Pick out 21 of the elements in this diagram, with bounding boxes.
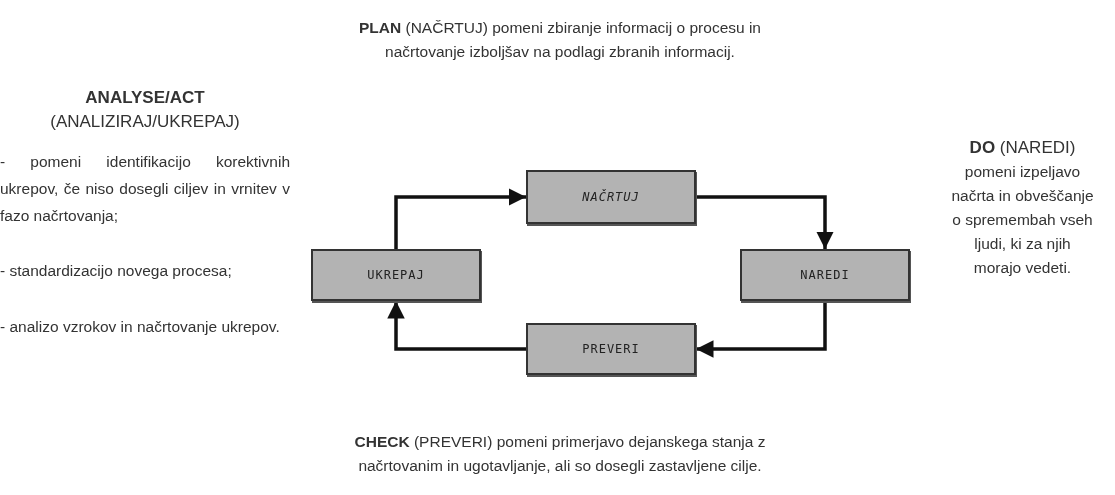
arrow: [696, 195, 834, 249]
box-label: NAREDI: [800, 268, 850, 282]
process-box: [526, 170, 696, 224]
section-heading: ANALYSE/ACT: [84, 87, 206, 109]
box-label: UKREPAJ: [367, 268, 425, 282]
process-box: [526, 323, 696, 375]
box-label: PREVERI: [582, 342, 640, 356]
description-text: CHECK (PREVERI) pomeni primerjavo dejanskega stanja z načrtovanim in ugotavljanje, ali so dosegli zastavljene cilje.: [353, 432, 767, 476]
description-text: - analizo vzrokov in načrtovanje ukrepov.: [0, 317, 281, 337]
process-box: [311, 249, 481, 301]
description-text: - pomeni identifikacijo korektivnih ukrepov, če niso dosegli ciljev in vrnitev v fazo načrtovanja;: [0, 152, 290, 226]
section-heading: (ANALIZIRAJ/UKREPAJ): [49, 111, 241, 133]
description-text: PLAN (NAČRTUJ) pomeni zbiranje informacij o procesu in načrtovanje izboljšav na podlagi zbranih informacij.: [358, 18, 762, 62]
process-box: [740, 249, 910, 301]
box-label: NAČRTUJ: [582, 190, 640, 204]
arrow: [696, 301, 827, 358]
arrow: [394, 188, 526, 249]
arrow: [387, 301, 526, 351]
section-heading: DO (NAREDI): [968, 137, 1077, 159]
description-text: pomeni izpeljavo načrta in obveščanje o spremembah vseh ljudi, ki za njih morajo vedeti.: [950, 162, 1095, 278]
description-text: - standardizacijo novega procesa;: [0, 261, 233, 281]
